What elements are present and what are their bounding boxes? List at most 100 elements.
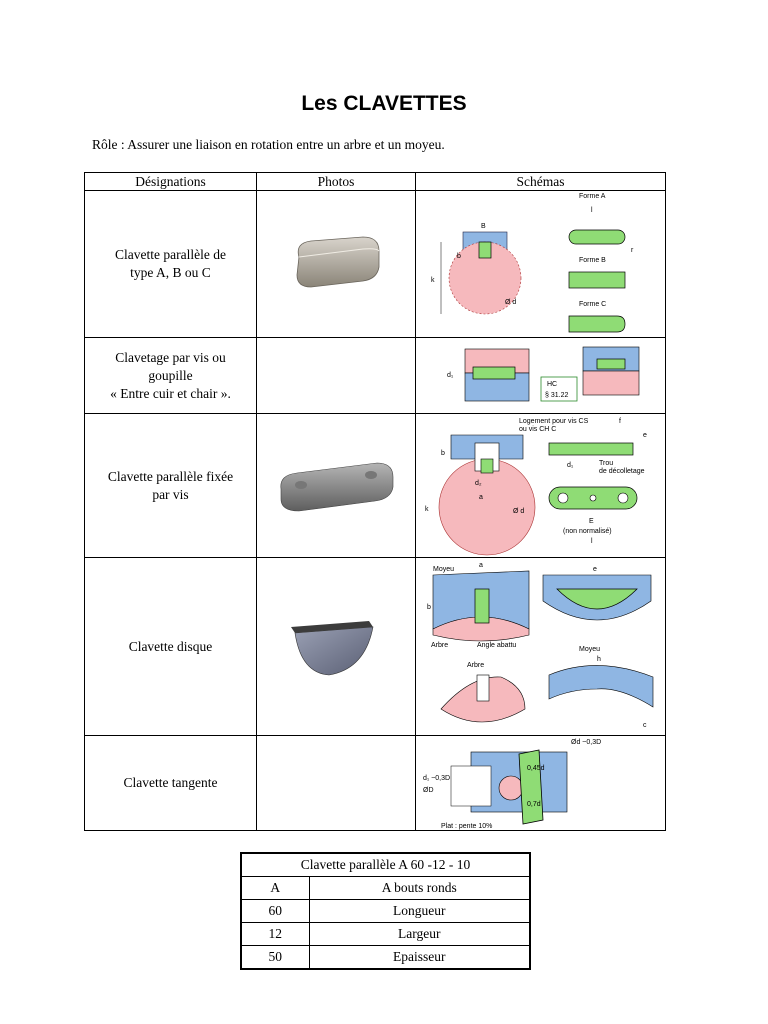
label-forme-c: Forme C [579, 301, 606, 308]
shaft-section [432, 616, 529, 641]
designation-line: Clavette disque [128, 638, 213, 654]
photo-cell [256, 190, 416, 338]
dim-b: b [427, 604, 431, 611]
dim-E: E [589, 518, 594, 525]
photo-cell [256, 337, 416, 414]
summary-code: 12 [240, 922, 310, 946]
label-plat: Plat : pente 10% [441, 823, 492, 830]
label-arbre-2: Arbre [467, 662, 484, 669]
side-key [555, 588, 638, 609]
table-row: A A bouts ronds [240, 876, 531, 900]
dim-b: b [441, 450, 445, 457]
label-arbre: Arbre [431, 642, 448, 649]
parallel-key-photo [296, 236, 380, 288]
shaft-part-2 [582, 370, 639, 395]
schema-cell: k b B Ø d Forme A l Forme B Forme C r [415, 190, 666, 338]
summary-code: 50 [240, 945, 310, 970]
parallel-key-schema: k b B Ø d Forme A l Forme B Forme C r [431, 193, 634, 332]
shaft-section [438, 458, 535, 555]
dim-d2: d₂ [475, 480, 482, 487]
photo-cell [256, 413, 416, 558]
label-moyeu-2: Moyeu [579, 646, 600, 653]
screw [472, 366, 515, 379]
table-row: Clavette tangente Ød ~0,3D 0,45d 0,7d ØD… [84, 735, 666, 831]
dim-k: k [431, 277, 435, 284]
label-forme-a: Forme A [579, 193, 606, 200]
forme-a-key [568, 229, 625, 244]
designation-cell: Clavetage par vis ou goupille « Entre cu… [84, 337, 257, 414]
label-decolletage: de décolletage [599, 468, 645, 475]
dim-045d: 0,45d [527, 765, 545, 772]
dim-f: f [619, 418, 621, 425]
dim-c: c [643, 722, 647, 729]
summary-header: Clavette parallèle A 60 -12 - 10 [240, 852, 531, 877]
designation-line: Clavetage par vis ou [115, 349, 226, 365]
dim-d1: d₁ [567, 462, 574, 469]
schema-cell: b k a d₂ Ø d Logement pour vis CS ou vis… [415, 413, 666, 558]
header-designations: Désignations [84, 172, 257, 191]
screwed-key-photo [280, 462, 394, 511]
dim-a: a [479, 562, 483, 569]
dim-d1: d₁ [447, 372, 454, 379]
table-row: Clavette parallèle fixée par vis b k a d… [84, 413, 666, 558]
screw-pin-schema: d₁ HC § 31.22 [447, 346, 639, 401]
photo-cell [256, 735, 416, 831]
table-row: 12 Largeur [240, 922, 531, 946]
table-row: Clavette parallèle de type A, B ou C k b… [84, 190, 666, 338]
summary-meaning: Epaisseur [308, 945, 531, 970]
hc-label: HC [547, 381, 557, 388]
hc-ref: § 31.22 [545, 392, 568, 399]
dim-l: l [591, 207, 593, 214]
table-header-row: Désignations Photos Schémas [84, 172, 666, 191]
shaft-section [498, 775, 523, 801]
woodruff-key-photo [291, 620, 374, 675]
schema-cell: Ød ~0,3D 0,45d 0,7d ØD d₁ ~0,3D Plat : p… [415, 735, 666, 831]
tangent-key [518, 749, 543, 825]
summary-code: 60 [240, 899, 310, 923]
designation-cell: Clavette tangente [84, 735, 257, 831]
dim-e: e [643, 432, 647, 439]
key-side-view [548, 442, 633, 455]
label-logement: Logement pour vis CS [519, 418, 589, 425]
summary-meaning: A bouts ronds [308, 876, 531, 900]
forme-b-key [568, 271, 625, 288]
table-row: 60 Longueur [240, 899, 531, 923]
pin [596, 358, 625, 369]
designation-cell: Clavette disque [84, 557, 257, 736]
table-row: 50 Epaisseur [240, 945, 531, 970]
woodruff-key-schema: Moyeu a b Arbre Angle abattu e Moyeu h c… [427, 562, 653, 729]
dim-e: e [593, 566, 597, 573]
dim-h: h [597, 656, 601, 663]
dim-d: Ø d [505, 299, 516, 306]
keys-table: Désignations Photos Schémas Clavette par… [84, 172, 666, 831]
screwed-key-schema: b k a d₂ Ø d Logement pour vis CS ou vis… [425, 418, 647, 555]
designation-cell: Clavette parallèle de type A, B ou C [84, 190, 257, 338]
dim-l: l [591, 538, 593, 545]
hub-detail [548, 664, 653, 708]
label-vis-chc: ou vis CH C [519, 426, 556, 433]
table-row: Clavetage par vis ou goupille « Entre cu… [84, 337, 666, 414]
role-text: Rôle : Assurer une liaison en rotation e… [92, 137, 445, 152]
screw [480, 458, 493, 473]
summary-meaning: Longueur [308, 899, 531, 923]
dim-b: b [457, 253, 461, 260]
hc-box [540, 376, 577, 401]
dim-a: a [479, 494, 483, 501]
label-moyeu: Moyeu [433, 566, 454, 573]
label-forme-b: Forme B [579, 257, 606, 264]
designation-line: Clavette parallèle fixée [107, 468, 234, 484]
page-title: Les CLAVETTES [301, 92, 467, 115]
header-photos: Photos [256, 172, 416, 191]
designation-line: par vis [152, 486, 189, 502]
dim-B: B [481, 223, 486, 230]
schema-cell: d₁ HC § 31.22 [415, 337, 666, 414]
designation-cell: Clavette parallèle fixée par vis [84, 413, 257, 558]
key-section [478, 241, 491, 258]
summary-meaning: Largeur [308, 922, 531, 946]
dim-r: r [631, 247, 634, 254]
designation-line: goupille [148, 367, 193, 383]
forme-c-key [568, 315, 625, 332]
label-trou: Trou [599, 460, 613, 467]
designation-line: type A, B ou C [130, 265, 211, 280]
label-non-normalise: (non normalisé) [563, 528, 612, 535]
